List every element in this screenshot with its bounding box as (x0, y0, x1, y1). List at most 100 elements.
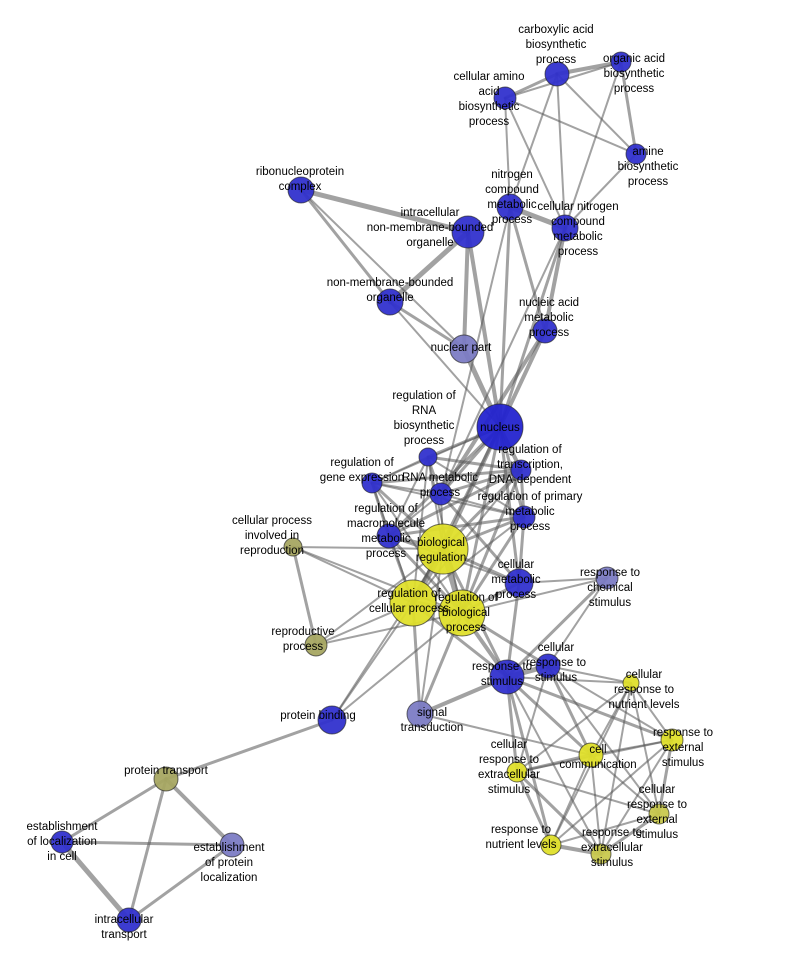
node-regPrim[interactable]: regulation of primary metabolic process (512, 505, 536, 529)
edge-cRespExtra-cRespExtern (516, 771, 660, 815)
edge-cRespExtern-respExtra (599, 812, 661, 856)
edge-inmbo-nucPart (462, 230, 470, 351)
node-caBP[interactable]: carboxylic acid biosynthetic process (544, 61, 570, 87)
edge-bioReg-protBind (331, 548, 444, 721)
node-regTx[interactable]: regulation of transcription, DNA-depende… (510, 459, 532, 481)
node-amBP[interactable]: amine biosynthetic process (625, 143, 647, 165)
node-respStim[interactable]: response to stimulus (489, 659, 525, 695)
edge-regBioP-protBind (331, 612, 463, 721)
node-protTrans[interactable]: protein transport (153, 766, 179, 792)
edge-estProtLoc-intraTrans (127, 843, 234, 922)
node-respExtra[interactable]: response to extracellular stimulus (590, 843, 612, 865)
edge-ncMP-nucleus (498, 205, 512, 429)
node-rnaMP[interactable]: RNA metabolic process (429, 482, 453, 506)
node-ncMP[interactable]: nitrogen compound metabolic process (496, 193, 524, 221)
node-regBioP[interactable]: regulation of biological process (438, 589, 486, 637)
node-oaBP[interactable]: organic acid biosynthetic process (610, 51, 632, 73)
edge-rnp-nmbo (299, 188, 392, 304)
node-nmbo[interactable]: non-membrane-bounded organelle (376, 288, 404, 316)
node-cRespNutr[interactable]: cellular response to nutrient levels (622, 674, 640, 692)
edge-cRespExtra-respNutr (515, 770, 553, 847)
node-nucleus[interactable]: nucleus (476, 403, 524, 451)
edge-respChem-regBioP (461, 577, 608, 614)
edge-caaBP-cnMP (504, 97, 566, 229)
edge-rnp-nucPart (300, 189, 465, 350)
node-rnp[interactable]: ribonucleoprotein complex (287, 176, 315, 204)
edge-cellComm-respNutr (550, 754, 592, 846)
node-cellRespStim[interactable]: cellular response to stimulus (535, 653, 561, 679)
edge-regPrim-regMacro (387, 515, 526, 538)
node-naMP[interactable]: nucleic acid metabolic process (532, 318, 558, 344)
node-intraTrans[interactable]: intracellular transport (116, 907, 142, 933)
node-cpRepro[interactable]: cellular process involved in reproductio… (283, 537, 303, 557)
node-cnMP[interactable]: cellular nitrogen compound metabolic pro… (551, 214, 579, 242)
edge-inmbo-nmbo (387, 229, 471, 305)
edge-bioReg-sigTrans (419, 548, 444, 715)
node-cellComm[interactable]: cell communication (578, 742, 604, 768)
node-respExt[interactable]: response to external stimulus (660, 728, 684, 752)
node-regMacro[interactable]: regulation of macromolecule metabolic pr… (376, 523, 402, 549)
node-inmbo[interactable]: intracellular non-membrane-bounded organ… (451, 215, 485, 249)
edge-cellRespStim-cRespNutr (547, 665, 632, 684)
node-sigTrans[interactable]: signal transduction (406, 700, 434, 728)
edge-respStim-respExt (505, 675, 674, 742)
edge-cRespNutr-respExt (630, 682, 673, 741)
edge-nucleus-cellMP (498, 425, 521, 585)
node-cellMP[interactable]: cellular metabolic process (504, 568, 534, 598)
node-cRespExtra[interactable]: cellular response to extracellular stimu… (506, 761, 528, 783)
node-regGE[interactable]: regulation of gene expression (361, 472, 383, 494)
node-nucPart[interactable]: nuclear part (449, 334, 479, 364)
edge-respChem-cellRespStim (547, 577, 608, 667)
node-estProtLoc[interactable]: establishment of protein localization (219, 832, 245, 858)
edge-respStim-cRespNutr (506, 676, 632, 684)
edge-cellComm-cRespExtra (515, 753, 593, 774)
edge-cellComm-cRespExtern (590, 754, 660, 815)
edge-respStim-respExtra (506, 676, 602, 855)
edge-protTrans-estLoc (60, 777, 168, 844)
edge-protBind-protTrans (164, 718, 334, 781)
edge-rnaMP-regPrim (440, 493, 525, 518)
edge-protTrans-estProtLoc (164, 777, 234, 847)
edge-cRespNutr-cRespExtra (516, 682, 632, 773)
node-regCellP[interactable]: regulation of cellular process (389, 579, 437, 627)
edge-amBP-cnMP (564, 153, 637, 229)
edge-caBP-ncMP (509, 73, 558, 208)
node-bioReg[interactable]: biological regulation (417, 523, 469, 575)
edge-regRNA-regMacro (388, 456, 429, 537)
node-estLoc[interactable]: establishment of localization in cell (50, 830, 74, 854)
edge-cnMP-naMP (543, 226, 567, 333)
edge-respStim-cellComm (505, 675, 593, 757)
node-respChem[interactable]: response to chemical stimulus (595, 566, 619, 590)
node-reproP[interactable]: reproductive process (304, 633, 328, 657)
edge-regRNA-regTx (426, 455, 523, 472)
edge-cnMP-rnaMP (440, 227, 566, 495)
edge-regTx-rnaMP (439, 468, 523, 496)
node-respNutr[interactable]: response to nutrient levels (540, 834, 562, 856)
edge-rnaMP-cellMP (439, 492, 521, 585)
node-cRespExtern[interactable]: cellular response to external stimulus (648, 803, 670, 825)
edge-regRNA-regPrim (427, 456, 525, 518)
edge-respExt-respExtra (600, 739, 673, 855)
node-regRNA[interactable]: regulation of RNA biosynthetic process (418, 447, 438, 467)
node-caaBP[interactable]: cellular amino acid biosynthetic process (493, 86, 517, 110)
edge-respExt-cRespExtern (657, 738, 674, 816)
edge-cRespExtra-respExtra (515, 770, 603, 856)
edge-ncMP-naMP (508, 205, 547, 333)
edge-estLoc-intraTrans (59, 839, 132, 923)
edge-cellRespStim-cellComm (546, 664, 593, 757)
edge-oaBP-cnMP (564, 61, 622, 229)
edge-caBP-amBP (556, 73, 637, 155)
node-protBind[interactable]: protein binding (317, 705, 347, 735)
edge-cRespNutr-respExtra (600, 682, 632, 855)
edge-protTrans-intraTrans (127, 777, 168, 922)
edge-cRespNutr-cellComm (590, 682, 632, 756)
edge-caaBP-amBP (504, 97, 637, 155)
edge-oaBP-amBP (619, 60, 638, 156)
edge-cellRespStim-respExt (547, 665, 673, 741)
edge-respStim-respNutr (505, 675, 553, 847)
edge-cRespExtern-respNutr (550, 813, 660, 846)
edge-inmbo-nucleus (466, 230, 502, 429)
